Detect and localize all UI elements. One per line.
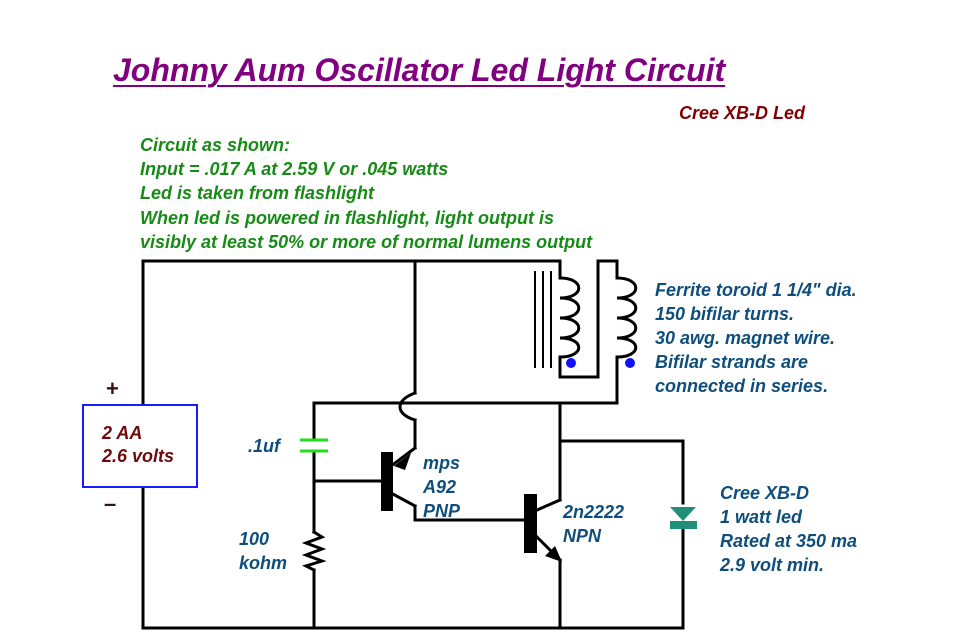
battery-box	[82, 404, 198, 488]
coil-1	[558, 276, 581, 359]
pnp-arrow	[394, 453, 411, 470]
battery-line-1: 2 AA	[102, 423, 143, 443]
npn-label: 2n2222 NPN	[563, 500, 624, 548]
npn-line-1: 2n2222	[563, 502, 625, 522]
toroid-line: Ferrite toroid 1 1/4" dia.	[655, 280, 857, 300]
npn-line-2: NPN	[563, 526, 602, 546]
resistor-line-2: kohm	[239, 553, 288, 573]
coil-1-dot	[566, 358, 576, 368]
coil-2	[615, 276, 638, 359]
note-line: Circuit as shown:	[140, 135, 291, 155]
led-line: 1 watt led	[720, 507, 803, 527]
battery-plus: +	[106, 376, 119, 401]
led-line: Rated at 350 ma	[720, 531, 858, 551]
pnp-label: mps A92 PNP	[423, 451, 460, 523]
pnp-emitter-lead	[388, 445, 418, 469]
pnp-line-3: PNP	[423, 501, 461, 521]
note-line: Led is taken from flashlight	[140, 183, 375, 204]
page-title: Johnny Aum Oscillator Led Light Circuit	[113, 52, 726, 88]
led-bar	[670, 521, 697, 529]
npn-arrow	[545, 546, 562, 562]
toroid-line: connected in series.	[655, 376, 829, 396]
circuit-notes: Circuit as shown: Input = .017 A at 2.59…	[140, 133, 592, 254]
battery-label: 2 AA 2.6 volts	[102, 422, 174, 468]
note-line: Input = .017 A at 2.59 V or .045 watts	[140, 159, 449, 180]
pnp-line-1: mps	[423, 453, 461, 473]
toroid-line: 150 bifilar turns.	[655, 304, 795, 324]
note-line: visibly at least 50% or more of normal l…	[140, 231, 593, 252]
wire-crossover-hop	[398, 391, 417, 422]
resistor-label: 100 kohm	[239, 527, 287, 575]
pnp-line-2: A92	[423, 477, 457, 497]
toroid-line: Bifilar strands are	[655, 352, 809, 372]
led-label: Cree XB-D 1 watt led Rated at 350 ma 2.9…	[720, 481, 857, 577]
battery-minus: –	[104, 491, 117, 516]
battery-line-2: 2.6 volts	[102, 446, 175, 466]
resistor-zigzag	[301, 529, 327, 573]
wire-led-top	[558, 439, 685, 505]
pnp-base-bar	[381, 452, 393, 511]
wire-pnp-collector	[413, 504, 528, 522]
coil-2-dot	[625, 358, 635, 368]
npn-base-bar	[524, 494, 537, 553]
toroid-line: 30 awg. magnet wire.	[655, 328, 836, 348]
capacitor-label: .1uf	[248, 436, 281, 456]
subtitle: Cree XB-D Led	[679, 103, 806, 123]
led-line: 2.9 volt min.	[720, 555, 825, 575]
pnp-collector-lead	[388, 490, 418, 509]
note-line: When led is powered in flashlight, light…	[140, 207, 554, 228]
wire-coil1-bottom	[558, 259, 619, 379]
toroid-label: Ferrite toroid 1 1/4" dia. 150 bifilar t…	[655, 278, 857, 398]
led-diode-icon	[670, 507, 696, 521]
npn-collector-lead	[535, 498, 562, 512]
led-line: Cree XB-D	[720, 483, 810, 503]
resistor-line-1: 100	[239, 529, 270, 549]
